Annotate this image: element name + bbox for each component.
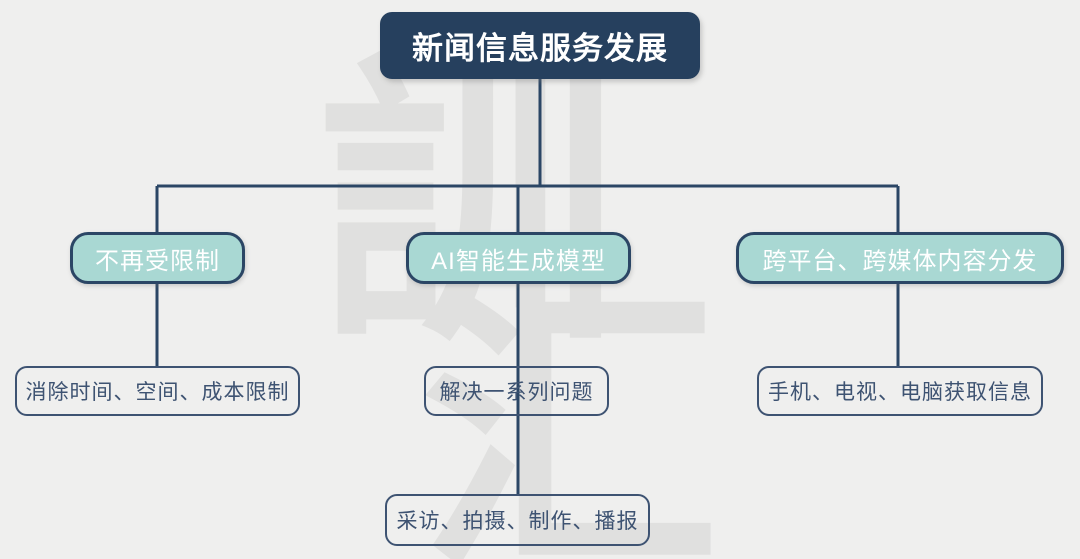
root-node-news-information-service-development[interactable]: 新闻信息服务发展 — [380, 12, 700, 79]
branch-node-no-longer-restricted[interactable]: 不再受限制 — [70, 232, 245, 284]
branch-node-label: AI智能生成模型 — [431, 247, 606, 275]
branch-node-label: 不再受限制 — [95, 247, 220, 275]
leaf-node-interview-shoot-produce-broadcast[interactable]: 采访、拍摄、制作、播报 — [385, 494, 650, 546]
leaf-node-solve-series-of-problems[interactable]: 解决一系列问题 — [424, 366, 609, 416]
leaf-node-label: 采访、拍摄、制作、播报 — [396, 510, 639, 533]
leaf-node-phone-tv-computer-get-information[interactable]: 手机、电视、电脑获取信息 — [757, 366, 1043, 416]
watermark-char-top: 訓 — [318, 42, 618, 374]
leaf-node-label: 消除时间、空间、成本限制 — [25, 381, 290, 404]
branch-node-ai-generative-model[interactable]: AI智能生成模型 — [406, 232, 631, 284]
branch-node-cross-platform-cross-media-distribution[interactable]: 跨平台、跨媒体内容分发 — [736, 232, 1064, 284]
branch-node-label: 跨平台、跨媒体内容分发 — [762, 247, 1038, 275]
leaf-node-eliminate-time-space-cost-limits[interactable]: 消除时间、空间、成本限制 — [15, 366, 300, 416]
leaf-node-label: 解决一系列问题 — [439, 381, 594, 404]
root-node-label: 新闻信息服务发展 — [412, 31, 668, 66]
leaf-node-label: 手机、电视、电脑获取信息 — [768, 381, 1032, 404]
